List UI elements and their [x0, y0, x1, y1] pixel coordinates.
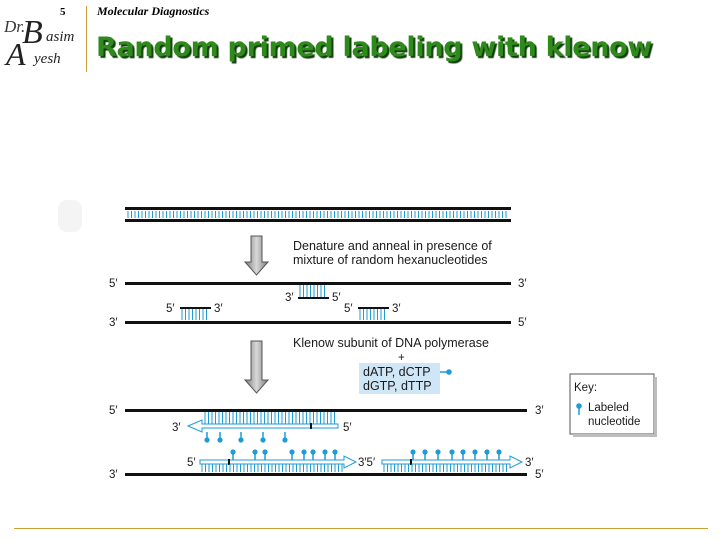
- process-arrow-1: [243, 235, 270, 276]
- key-line2: nucleotide: [588, 416, 640, 428]
- author-logo: Dr. B asim A yesh: [4, 14, 75, 72]
- legend-key: Key: Labeled nucleotide: [569, 373, 657, 437]
- labeled-nucleotide: [310, 449, 316, 455]
- labeled-nucleotide: [410, 449, 416, 455]
- primer-top: 3′ 5′: [285, 285, 341, 304]
- slide-title: Random primed labeling with klenow: [96, 32, 653, 63]
- labeled-nucleotide: [460, 449, 466, 455]
- header-divider: [86, 6, 87, 72]
- strand-top-5prime: 5′: [109, 278, 118, 290]
- new-strand-mid-5prime: 5′: [187, 457, 196, 469]
- single-strand-bottom: 3′ 5′: [109, 317, 527, 329]
- nucleotide-line1: dATP, dCTP: [363, 365, 431, 379]
- strand-top-3prime: 3′: [518, 278, 527, 290]
- strand-bottom-3prime: 3′: [109, 317, 118, 329]
- labeled-nucleotide: [322, 449, 328, 455]
- decorative-bubble: [58, 200, 82, 232]
- template-top-extended: 5′ 3′: [109, 405, 544, 417]
- labeled-nucleotide: [422, 449, 428, 455]
- labeled-nucleotide: [496, 449, 502, 455]
- footer-divider: [14, 528, 708, 529]
- nucleotide-line2: dGTP, dTTP: [363, 379, 432, 393]
- labeled-nucleotide: [238, 437, 244, 443]
- new-strand-left-3prime: 3′: [172, 422, 181, 434]
- labeled-nucleotide: [301, 449, 307, 455]
- slide-number: 5: [60, 6, 66, 18]
- labeled-nucleotide: [230, 449, 236, 455]
- labeled-nucleotide: [262, 449, 268, 455]
- template-top-3prime: 3′: [535, 405, 544, 417]
- labeled-nucleotide: [252, 449, 258, 455]
- template-bottom-5prime: 5′: [535, 469, 544, 481]
- labeled-nucleotide: [449, 449, 455, 455]
- labeled-nucleotide: [282, 437, 288, 443]
- new-strand-right: 3′: [381, 449, 534, 472]
- double-stranded-dna: [125, 207, 511, 222]
- primer-right: 5′ 3′: [344, 303, 401, 320]
- strand-bottom-5prime: 5′: [518, 317, 527, 329]
- logo-initial-a: A: [4, 36, 26, 72]
- template-bottom-extended: 3′ 5′: [109, 469, 544, 481]
- logo-dr: Dr.: [4, 17, 25, 36]
- labeled-nucleotide: [332, 449, 338, 455]
- primer-left: 5′ 3′: [166, 303, 223, 320]
- primer-top-3prime: 3′: [285, 292, 294, 304]
- logo-initial-b: B: [22, 14, 43, 51]
- labeled-nucleotide: [472, 449, 478, 455]
- process-arrow-2: [243, 340, 270, 394]
- new-strand-left-5prime: 5′: [343, 422, 352, 434]
- labeled-nucleotide: [484, 449, 490, 455]
- new-strand-right-3prime: 3′: [525, 457, 534, 469]
- labeled-nucleotide: [204, 437, 210, 443]
- primer-left-5prime: 5′: [166, 303, 175, 315]
- nucleotide-box: dATP, dCTP dGTP, dTTP: [359, 363, 452, 394]
- labeled-nucleotide: [289, 449, 295, 455]
- new-strand-mid: 5′ 3′5′: [187, 449, 375, 472]
- new-strand-junction: 3′5′: [358, 457, 375, 469]
- logo-yesh: yesh: [32, 51, 61, 67]
- single-strand-top: 5′ 3′: [109, 278, 527, 290]
- primer-right-5prime: 5′: [344, 303, 353, 315]
- primer-right-3prime: 3′: [392, 303, 401, 315]
- step1-text-line1: Denature and anneal in presence of: [293, 239, 492, 253]
- key-line1: Labeled: [588, 402, 629, 414]
- new-strand-left: 3′ 5′: [172, 412, 352, 443]
- step2-plus: +: [398, 352, 405, 364]
- logo-asim: asim: [46, 29, 75, 45]
- step1-text-line2: mixture of random hexanucleotides: [293, 253, 488, 267]
- labeled-nucleotide: [260, 437, 266, 443]
- course-name: Molecular Diagnostics: [97, 4, 210, 18]
- base-pair-ticks: [127, 211, 507, 218]
- key-title: Key:: [574, 382, 597, 394]
- step2-text: Klenow subunit of DNA polymerase: [293, 336, 489, 350]
- template-top-5prime: 5′: [109, 405, 118, 417]
- primer-top-5prime: 5′: [332, 292, 341, 304]
- primer-left-3prime: 3′: [214, 303, 223, 315]
- template-bottom-3prime: 3′: [109, 469, 118, 481]
- labeled-nucleotide: [435, 449, 441, 455]
- labeled-nucleotide: [217, 437, 223, 443]
